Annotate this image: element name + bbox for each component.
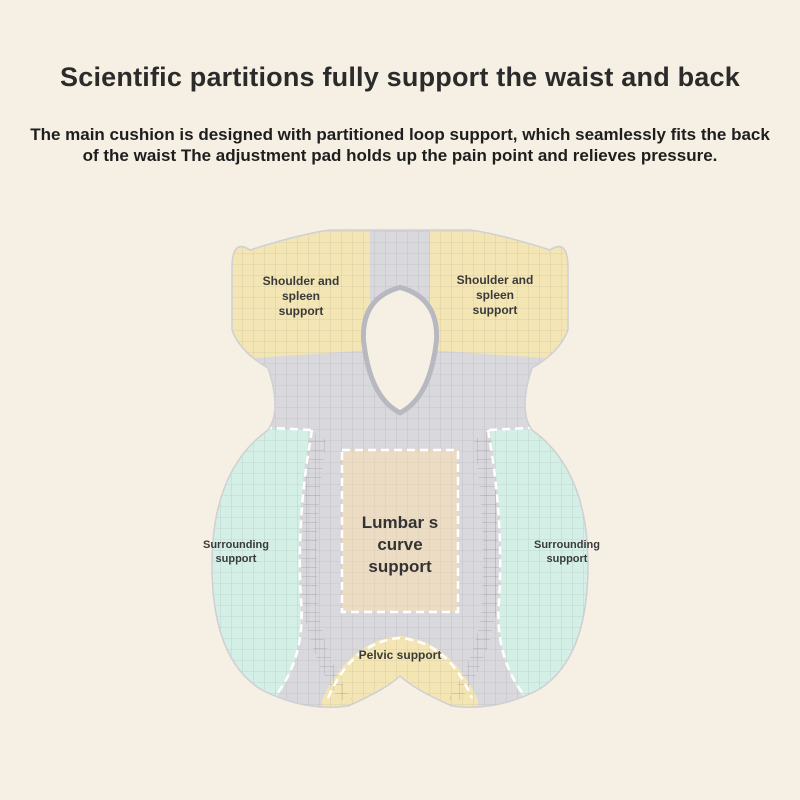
lumbar-label: Lumbar s curve support [361,513,439,577]
pelvic-label: Pelvic support [358,648,442,662]
page-title: Scientific partitions fully support the … [60,62,740,92]
surround-right-label: Surrounding support [534,539,600,565]
shoulder-right-label: Shoulder and spleen support [456,273,534,317]
page-description: The main cushion is designed with partit… [30,125,770,165]
surround-left-label: Surrounding support [203,539,269,565]
shoulder-left-label: Shoulder and spleen support [262,274,340,318]
